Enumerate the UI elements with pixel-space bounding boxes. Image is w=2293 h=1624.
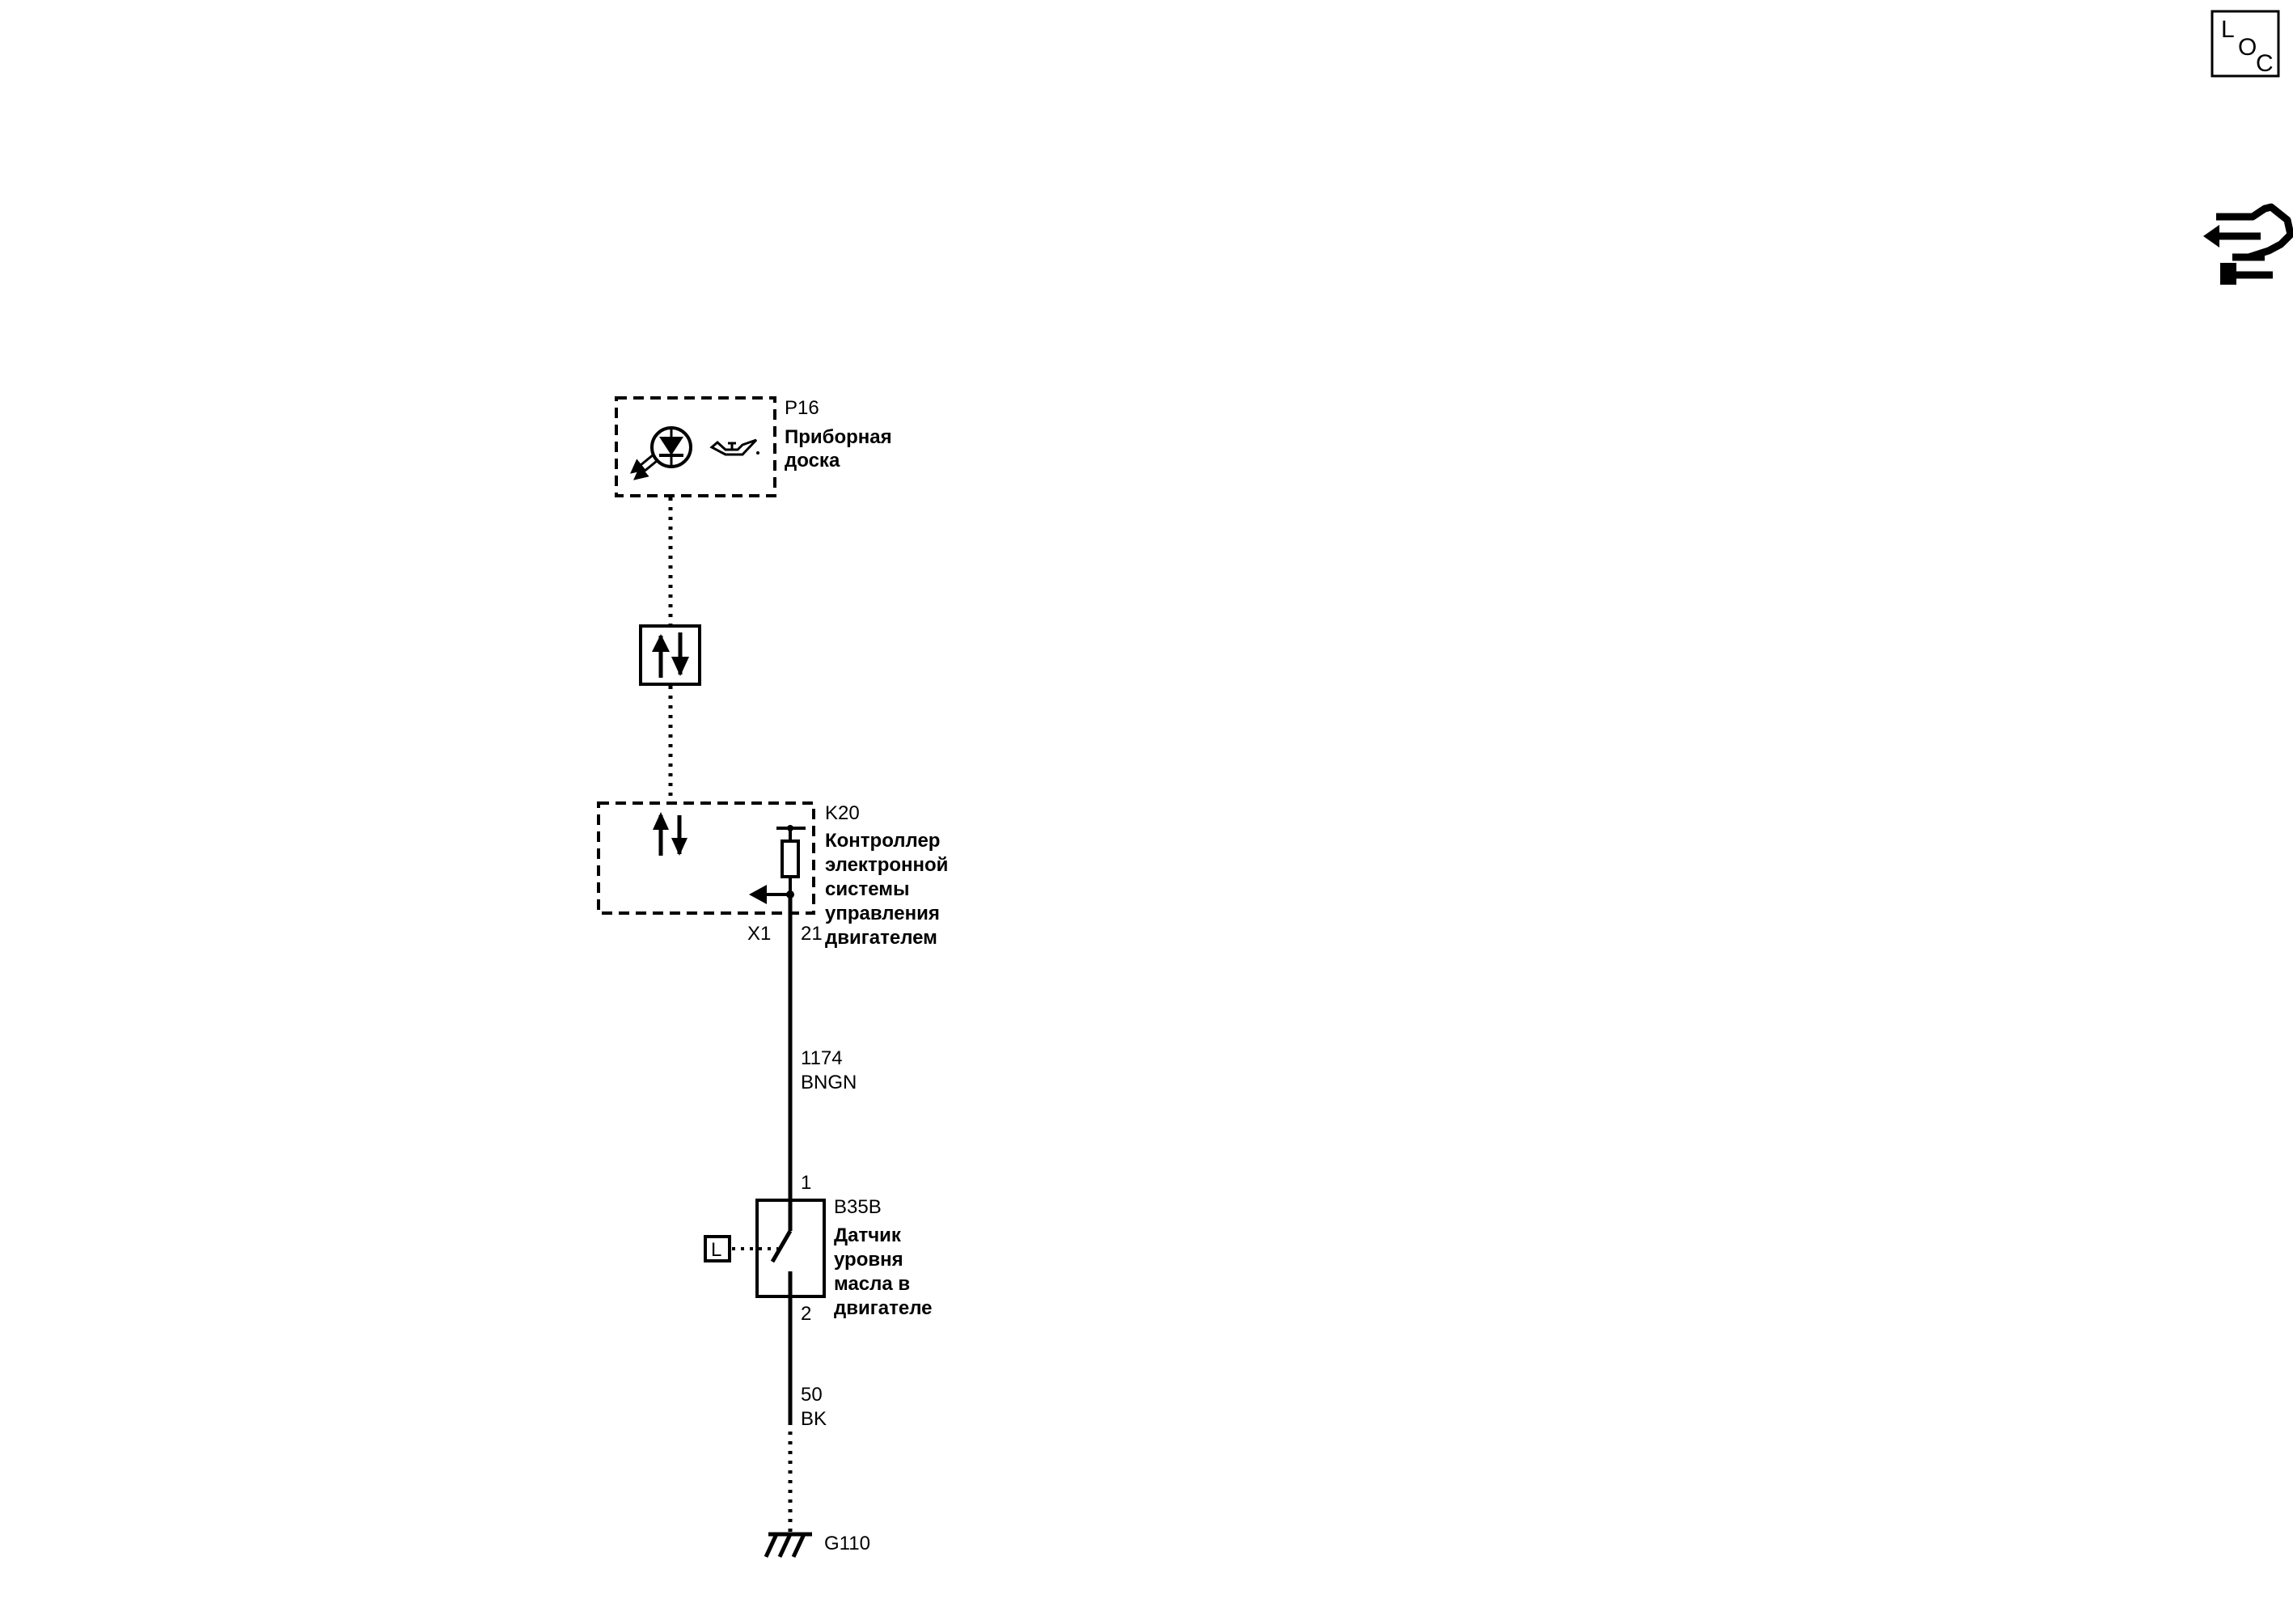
oil-can-icon: [709, 438, 759, 456]
wire-50-color: BK: [801, 1408, 827, 1430]
k20-name-line5: двигателем: [825, 927, 937, 949]
b35b-pin-top: 1: [801, 1172, 811, 1194]
ground-icon: G110: [764, 1532, 870, 1558]
loc-letter-o: O: [2238, 34, 2257, 61]
b35b-name-line4: двигателе: [834, 1297, 932, 1319]
loc-icon[interactable]: L O C: [2211, 10, 2280, 78]
p16-name-line2: доска: [785, 450, 840, 472]
loc-letter-l: L: [2221, 16, 2235, 43]
p16-id: P16: [785, 397, 819, 419]
bulb-icon: [630, 426, 692, 480]
b35b-pin-bottom: 2: [801, 1303, 811, 1325]
k20-pin: 21: [801, 923, 823, 945]
k20-engine-control-module: K20 Контроллер электронной системы управ…: [597, 801, 948, 949]
k20-name-line4: управления: [825, 903, 940, 924]
data-link-icon: [639, 624, 701, 686]
level-indicator-letter: L: [711, 1239, 721, 1261]
k20-name-line3: системы: [825, 878, 909, 900]
b35b-name-line3: масла в: [834, 1273, 910, 1295]
ground-id: G110: [824, 1533, 870, 1554]
b35b-id: B35B: [834, 1196, 882, 1218]
wiring-hand-icon[interactable]: [2203, 203, 2293, 285]
wire-1174-circuit: 1174: [801, 1047, 843, 1069]
b35b-oil-level-sensor: 1 L B35B Датчик уровня масла в двигателе…: [704, 1172, 932, 1325]
switch-icon: [770, 1200, 793, 1296]
p16-instrument-panel: P16 Приборная доска: [615, 396, 892, 497]
level-indicator-icon: L: [704, 1235, 731, 1262]
b35b-name-line2: уровня: [834, 1249, 903, 1271]
loc-letter-c: C: [2256, 50, 2274, 77]
p16-name-line1: Приборная: [785, 426, 892, 448]
wire-1174: 1174 BNGN: [788, 894, 857, 1200]
b35b-name-line1: Датчик: [834, 1224, 902, 1246]
k20-data-link-arrows: [653, 812, 687, 856]
k20-name-line1: Контроллер: [825, 830, 940, 852]
k20-id: K20: [825, 802, 860, 824]
wire-1174-color: BNGN: [801, 1072, 857, 1093]
wire-50-circuit: 50: [801, 1384, 823, 1406]
k20-connector: X1: [747, 923, 771, 945]
k20-name-line2: электронной: [825, 854, 948, 876]
pull-up-resistor-icon: [749, 825, 806, 904]
wire-50: 50 BK: [788, 1296, 827, 1533]
